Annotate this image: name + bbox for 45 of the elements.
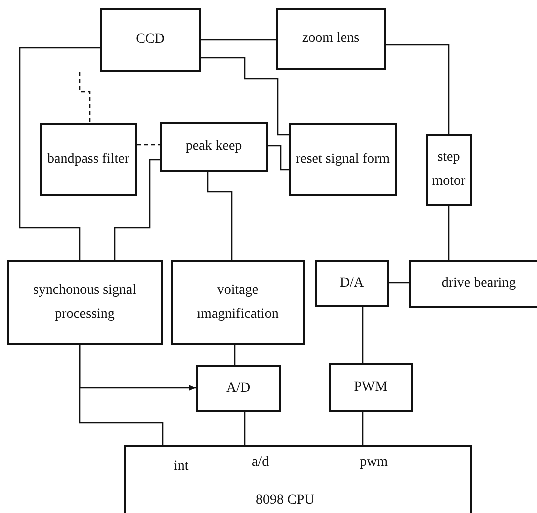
process-box — [426, 134, 472, 206]
process-box — [40, 123, 137, 196]
connector-line — [79, 72, 91, 123]
port-label: a/d — [252, 455, 270, 471]
box-label: bandpass filter — [47, 150, 130, 169]
connector-line — [201, 39, 276, 41]
box-label: reset signal form — [296, 150, 390, 169]
process-box — [329, 363, 413, 412]
port-label: int — [174, 459, 189, 475]
box-label: voitage ımagnification — [196, 282, 280, 324]
box-label: PWM — [354, 378, 388, 397]
connector-line — [389, 282, 409, 284]
process-box — [171, 260, 305, 345]
box-label: A/D — [226, 380, 251, 398]
connector-line — [234, 345, 236, 365]
connector-line — [448, 206, 450, 260]
box-label: zoom lens — [302, 30, 360, 48]
box-label: CCD — [136, 31, 165, 50]
process-box — [196, 365, 281, 412]
connector-line — [114, 159, 160, 260]
connector-line — [201, 57, 289, 136]
process-box — [100, 8, 201, 72]
box-label: D/A — [340, 274, 364, 293]
cpu-box — [124, 445, 472, 513]
box-label: step motor — [432, 149, 466, 191]
process-box — [160, 122, 268, 172]
port-label: pwm — [360, 455, 388, 471]
process-box — [289, 123, 397, 196]
connector-line — [244, 412, 246, 445]
process-box — [315, 260, 389, 307]
connector-line — [137, 144, 160, 146]
connector-line — [362, 412, 364, 445]
chip-label: 8098 CPU — [256, 493, 315, 509]
box-label: peak keep — [186, 138, 242, 156]
connector-line — [362, 307, 364, 363]
box-label: synchonous signal processing — [32, 282, 138, 324]
process-box — [409, 260, 537, 308]
connector-line — [79, 345, 164, 445]
connector-line — [19, 47, 100, 260]
connector-line — [386, 44, 450, 134]
box-label: drive bearing — [442, 275, 516, 294]
process-box — [7, 260, 163, 345]
process-box — [276, 8, 386, 70]
connector-line — [268, 145, 289, 171]
connector-line — [207, 172, 233, 260]
